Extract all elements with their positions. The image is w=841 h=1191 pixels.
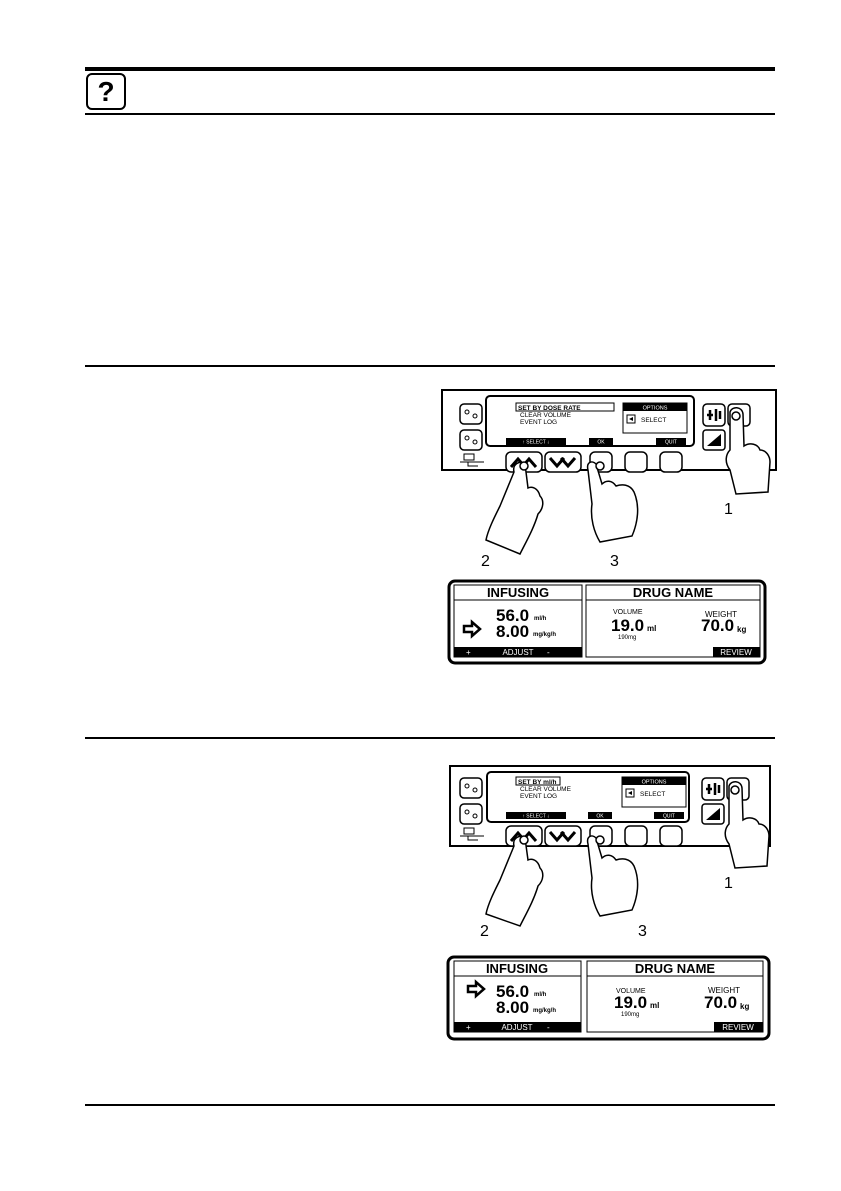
menu-item-3[interactable]: EVENT LOG xyxy=(520,793,557,800)
power-button[interactable] xyxy=(459,777,483,799)
hand-pointer-icon xyxy=(586,835,639,917)
pressure-button[interactable] xyxy=(701,803,725,825)
battery-mains-icon xyxy=(460,453,484,467)
rate-unit: ml/h xyxy=(534,616,547,622)
footer-rule xyxy=(85,1104,775,1106)
bolus-button[interactable] xyxy=(701,777,725,801)
options-title: OPTIONS xyxy=(642,780,667,786)
pump-panel-figure-2: SET BY ml/h CLEAR VOLUME EVENT LOG OPTIO… xyxy=(449,765,771,940)
arrow-right-icon xyxy=(466,979,486,999)
callout-1: 1 xyxy=(724,501,733,518)
stop-button[interactable] xyxy=(459,803,483,825)
adjust-minus: - xyxy=(547,648,550,657)
drug-name: DRUG NAME xyxy=(635,961,715,976)
review-label[interactable]: REVIEW xyxy=(720,648,752,657)
infusing-status: INFUSING xyxy=(486,961,548,976)
volume-mg: 190mg xyxy=(618,635,636,641)
callout-2: 2 xyxy=(480,923,489,940)
header-bottom-rule xyxy=(85,113,775,115)
volume-unit: ml xyxy=(650,1001,659,1010)
stop-button[interactable] xyxy=(459,429,483,451)
adjust-label: ADJUST xyxy=(502,648,533,657)
options-select: SELECT xyxy=(640,791,665,798)
bolus-button[interactable] xyxy=(702,403,726,427)
hand-pointer-icon xyxy=(485,835,544,927)
section-divider-1 xyxy=(85,365,775,367)
softkey-quit-label: QUIT xyxy=(663,814,675,820)
volume-label: VOLUME xyxy=(616,988,646,995)
header-top-rule xyxy=(85,67,775,71)
help-icon-glyph: ? xyxy=(97,75,115,107)
volume-mg: 190mg xyxy=(621,1012,639,1018)
dose-value: 8.00 xyxy=(496,622,529,641)
softkey-ok-label: OK xyxy=(596,814,604,820)
infusing-status: INFUSING xyxy=(487,585,549,600)
adjust-minus: - xyxy=(547,1023,550,1032)
select-arrow-icon xyxy=(625,788,635,798)
rate-value: 56.0 xyxy=(496,982,529,1001)
softkey-button-4[interactable] xyxy=(624,825,648,847)
drug-name: DRUG NAME xyxy=(633,585,713,600)
section-divider-2 xyxy=(85,737,775,739)
down-arrow-button[interactable] xyxy=(544,451,582,473)
infusion-display-figure-1: INFUSING 56.0 ml/h 8.00 mg/kg/h + ADJUST… xyxy=(447,579,767,665)
options-title: OPTIONS xyxy=(643,406,668,412)
softkey-button-4[interactable] xyxy=(624,451,648,473)
power-button[interactable] xyxy=(459,403,483,425)
menu-item-3[interactable]: EVENT LOG xyxy=(520,419,557,426)
volume-value: 19.0 xyxy=(614,993,647,1012)
hand-pointer-icon xyxy=(485,461,544,555)
callout-3: 3 xyxy=(610,553,619,570)
pressure-button[interactable] xyxy=(702,429,726,451)
weight-value: 70.0 xyxy=(701,616,734,635)
softkey-select-label: ↑ SELECT ↓ xyxy=(522,440,549,446)
softkey-button-5[interactable] xyxy=(659,451,683,473)
menu-item-2[interactable]: CLEAR VOLUME xyxy=(520,412,572,419)
menu-item-2[interactable]: CLEAR VOLUME xyxy=(520,786,572,793)
help-icon: ? xyxy=(86,73,126,110)
weight-value: 70.0 xyxy=(704,993,737,1012)
menu-item-1[interactable]: SET BY DOSE RATE xyxy=(518,405,581,412)
adjust-label: ADJUST xyxy=(501,1023,532,1032)
menu-item-1[interactable]: SET BY ml/h xyxy=(518,779,557,786)
weight-label: WEIGHT xyxy=(705,610,737,619)
adjust-plus: + xyxy=(466,1023,471,1032)
infusion-display-figure-2: INFUSING 56.0 ml/h 8.00 mg/kg/h + ADJUST… xyxy=(446,955,771,1041)
hand-pointer-icon xyxy=(725,407,771,495)
weight-unit: kg xyxy=(737,625,746,634)
select-arrow-icon xyxy=(626,414,636,424)
dose-unit: mg/kg/h xyxy=(533,1008,556,1014)
dose-value: 8.00 xyxy=(496,998,529,1017)
softkey-button-5[interactable] xyxy=(659,825,683,847)
callout-2: 2 xyxy=(481,553,490,570)
options-select: SELECT xyxy=(641,417,666,424)
weight-label: WEIGHT xyxy=(708,986,740,995)
hand-pointer-icon xyxy=(724,781,770,869)
volume-unit: ml xyxy=(647,624,656,633)
hand-pointer-icon xyxy=(586,461,639,543)
weight-unit: kg xyxy=(740,1002,749,1011)
volume-value: 19.0 xyxy=(611,616,644,635)
rate-unit: ml/h xyxy=(534,992,547,998)
volume-label: VOLUME xyxy=(613,609,643,616)
rate-value: 56.0 xyxy=(496,606,529,625)
pump-panel-figure-1: SET BY DOSE RATE CLEAR VOLUME EVENT LOG … xyxy=(441,389,777,570)
softkey-ok-label: OK xyxy=(597,440,605,446)
callout-3: 3 xyxy=(638,923,647,940)
dose-unit: mg/kg/h xyxy=(533,632,556,638)
review-label[interactable]: REVIEW xyxy=(722,1023,754,1032)
softkey-select-label: ↑ SELECT ↓ xyxy=(522,814,549,820)
down-arrow-button[interactable] xyxy=(544,825,582,847)
battery-mains-icon xyxy=(460,827,484,841)
arrow-right-icon xyxy=(462,619,482,639)
callout-1: 1 xyxy=(724,875,733,892)
adjust-plus: + xyxy=(466,648,471,657)
softkey-quit-label: QUIT xyxy=(665,440,677,446)
